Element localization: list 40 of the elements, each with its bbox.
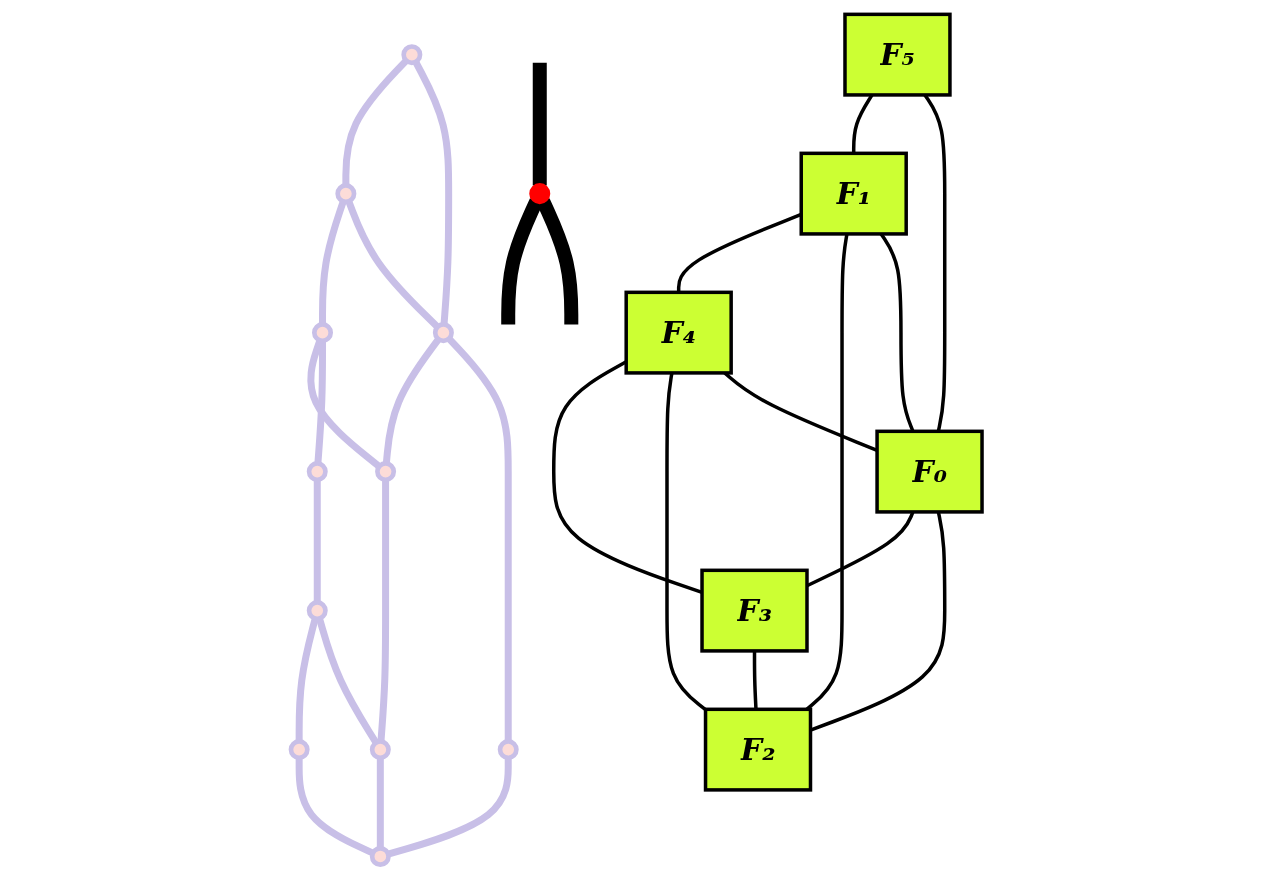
vertex-dot [369,739,391,761]
connector-line [342,58,409,186]
face-box: F₅ [843,12,952,97]
vertex-dot [312,322,334,344]
face-box: F₀ [875,429,984,514]
connector-line [295,617,319,742]
vertex-dot [497,739,519,761]
connector-line [376,757,384,849]
vertex-dot [288,739,310,761]
face-box: F₃ [700,568,809,653]
connector-line [532,62,547,186]
face-box: F₄ [624,290,733,375]
connector-line [313,479,321,603]
connector-line [536,198,579,325]
vertex-dot [306,461,328,483]
connector-line [446,336,512,742]
connector-line [665,372,707,711]
connector-line [387,757,512,858]
connector-line [851,94,874,154]
vertex-dot [401,44,423,66]
vertex-dot [432,322,454,344]
connector-line [345,200,440,330]
connector-line [319,200,347,325]
connector-line [295,757,375,857]
connector-line [307,339,382,470]
face-box: F₂ [703,707,813,792]
connector-line [805,233,849,711]
connector-line [752,650,758,710]
vertex-dot [369,845,391,867]
connector-line [377,479,390,742]
connector-line [314,340,326,464]
face-box: F₁ [799,151,908,236]
connector-line [501,198,543,325]
connector-line [316,617,379,745]
vertex-dot [375,461,397,483]
connector-line [412,60,453,325]
vertex-dot [529,183,551,205]
connector-line [382,337,442,464]
vertex-dot [306,600,328,622]
vertex-dot [335,183,357,205]
